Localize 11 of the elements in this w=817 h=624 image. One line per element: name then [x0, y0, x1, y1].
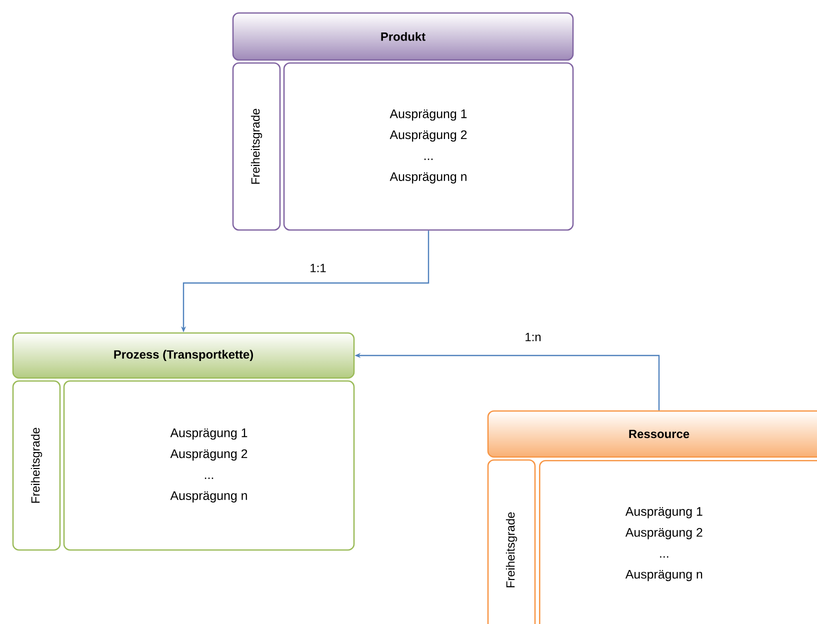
edge-label: 1:n	[526, 332, 541, 342]
header-box: Prozess (Transportkette)	[12, 332, 355, 379]
value-list-box: Ausprägung 1 Ausprägung 2 ... Ausprägung n	[63, 380, 355, 551]
header-box: Ressource	[487, 410, 817, 458]
value-list-box: Ausprägung 1 Ausprägung 2 ... Ausprägung n	[283, 62, 574, 231]
side-label-box: Freiheitsgrade	[12, 380, 61, 551]
edge-label: 1:1	[310, 264, 326, 272]
side-label-box: Freiheitsgrade	[487, 459, 536, 624]
value-list-box: Ausprägung 1 Ausprägung 2 ... Ausprägung n	[539, 460, 817, 624]
side-label-box: Freiheitsgrade	[232, 62, 281, 231]
header-box: Produkt	[232, 12, 574, 61]
